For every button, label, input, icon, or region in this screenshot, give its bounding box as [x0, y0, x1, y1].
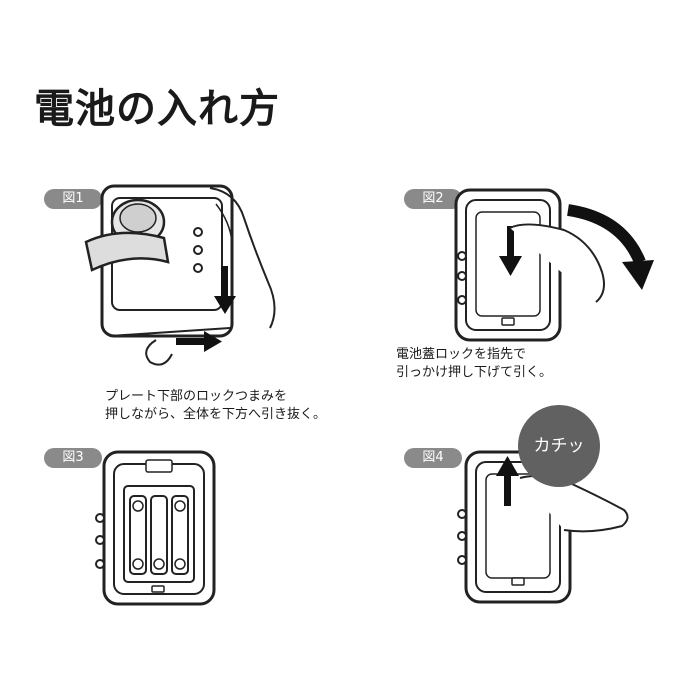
click-sound-callout: カチッ: [518, 405, 600, 487]
battery-icon: [129, 495, 189, 575]
arrow-up-icon: [496, 456, 519, 506]
arrow-down-icon: [499, 226, 522, 276]
step-2-badge: 図2: [404, 189, 462, 209]
page-title: 電池の入れ方: [34, 86, 280, 132]
step-4-badge: 図4: [404, 448, 462, 468]
arrow-right-icon: [176, 331, 222, 352]
arrow-down-icon: [214, 266, 236, 314]
step-3-badge: 図3: [44, 448, 102, 468]
step-4-illustration: [457, 450, 629, 604]
step-3-illustration: [95, 450, 216, 606]
step-1-badge: 図1: [44, 189, 102, 209]
curved-arrow-icon: [566, 204, 654, 290]
step-2-caption: 電池蓋ロックを指先で 引っかけ押し下げて引く。: [396, 347, 553, 380]
step-1-caption: プレート下部のロックつまみを 押しながら、全体を下方へ引き抜く。: [105, 389, 327, 422]
step-1-illustration: [84, 184, 276, 366]
step-2-illustration: [454, 188, 654, 342]
